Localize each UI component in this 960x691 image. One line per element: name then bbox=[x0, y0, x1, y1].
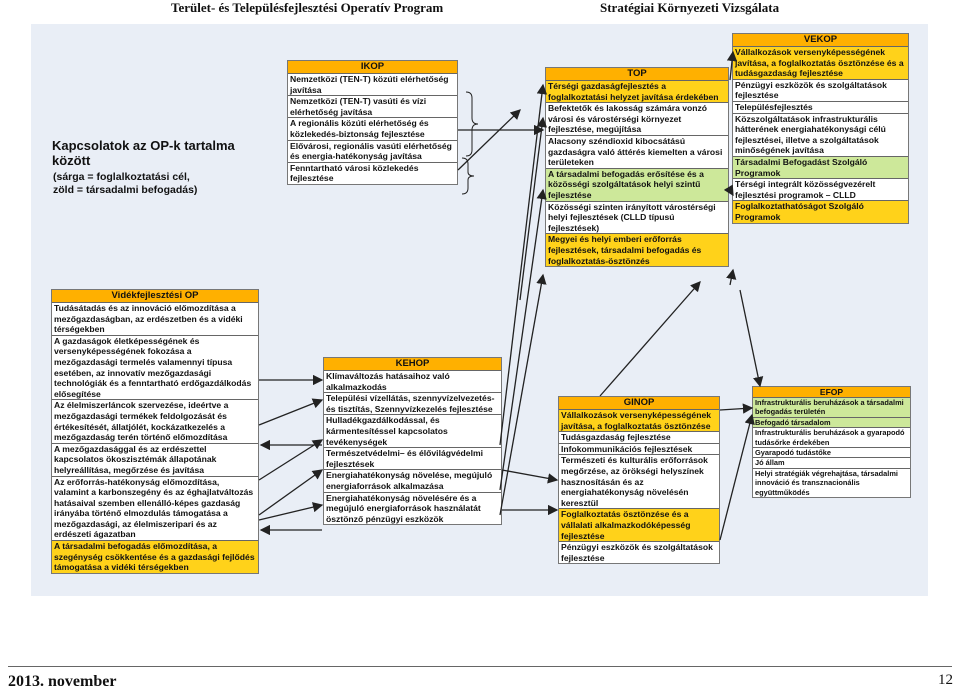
efop-item: Helyi stratégiák végrehajtása, társadalm… bbox=[753, 467, 910, 498]
arrow-vekop-efop bbox=[739, 289, 764, 388]
efop-item: Infrastrukturális beruházások a társadal… bbox=[753, 397, 910, 417]
brace-ikop bbox=[465, 91, 479, 157]
ginop-item: Pénzügyi eszközök és szolgáltatások fejl… bbox=[559, 541, 719, 564]
vekop-item: Vállalkozások versenyképességének javítá… bbox=[733, 46, 908, 79]
kehop-item: Klímaváltozás hatásaihoz való alkalmazko… bbox=[324, 370, 501, 393]
efop-item: Infrastrukturális beruházások a gyarapod… bbox=[753, 427, 910, 448]
kehop-box: KEHOP Klímaváltozás hatásaihoz való alka… bbox=[323, 357, 502, 526]
arrow-ginop-top-2 bbox=[499, 188, 547, 491]
top-item: Megyei és helyi emberi erőforrás fejlesz… bbox=[546, 233, 728, 267]
videk-item: Az élelmiszerláncok szervezése, ideértve… bbox=[52, 399, 258, 443]
ikop-box: IKOP Nemzetközi (TEN-T) közúti elérhetős… bbox=[287, 60, 458, 185]
ikop-item: Nemzetközi (TEN-T) vasúti és vízi elérhe… bbox=[288, 95, 457, 118]
videk-item: A társadalmi befogadás előmozdítása, a s… bbox=[52, 540, 258, 573]
top-header: TOP bbox=[546, 68, 728, 80]
top-item: A társadalmi befogadás erősítése és a kö… bbox=[546, 167, 728, 201]
arrow-top-vekop-2 bbox=[723, 184, 734, 197]
videk-item: Az erőforrás-hatékonyság előmozdítása, v… bbox=[52, 475, 258, 541]
arrow-top-efop-1 bbox=[719, 403, 754, 414]
vekop-header: VEKOP bbox=[733, 34, 908, 46]
ginop-item: Tudásgazdaság fejlesztése bbox=[559, 431, 719, 443]
vekop-item: Társadalmi Befogadást Szolgáló Programok bbox=[733, 155, 908, 179]
diagram-title: Kapcsolatok az OP-k tartalma között bbox=[52, 138, 235, 168]
ginop-box: GINOP Vállalkozások versenyképességének … bbox=[558, 396, 720, 565]
arrow-videk-kehop-4 bbox=[258, 469, 324, 516]
arrow-videk-kehop-2 bbox=[258, 398, 324, 426]
arrow-top-vekop-1 bbox=[726, 50, 738, 81]
ikop-item: Elővárosi, regionális vasúti elérhetőség… bbox=[288, 139, 457, 162]
page-number: 12 bbox=[938, 672, 953, 688]
vekop-item: Foglalkoztathatóságot Szolgáló Programok bbox=[733, 200, 908, 223]
efop-box: EFOP Infrastrukturális beruházások a tár… bbox=[752, 386, 911, 499]
videk-item: A mezőgazdasággal és az erdészettel kapc… bbox=[52, 442, 258, 476]
ginop-item: Természeti és kulturális erőforrások meg… bbox=[559, 454, 719, 509]
ginop-item: Vállalkozások versenyképességének javítá… bbox=[559, 409, 719, 432]
kehop-item: Természetvédelmi– és élővilágvédelmi fej… bbox=[324, 447, 501, 470]
kehop-item: Energiahatékonyság növelése, megújuló en… bbox=[324, 469, 501, 492]
arrow-top-efop-2 bbox=[719, 413, 755, 541]
efop-item: Befogadó társadalom bbox=[753, 416, 910, 428]
efop-item: Jó állam bbox=[753, 457, 910, 468]
efop-item: Gyarapodó tudástőke bbox=[753, 447, 910, 458]
videk-op-header: Vidékfejlesztési OP bbox=[52, 290, 258, 302]
ikop-item: Nemzetközi (TEN-T) közúti elérhetőség ja… bbox=[288, 73, 457, 96]
ginop-header: GINOP bbox=[559, 397, 719, 409]
videk-op-box: Vidékfejlesztési OP Tudásátadás és az in… bbox=[51, 289, 259, 574]
vekop-box: VEKOP Vállalkozások versenyképességének … bbox=[732, 33, 909, 224]
brace-ikop-2 bbox=[461, 157, 475, 195]
videk-item: Tudásátadás és az innováció előmozdítása… bbox=[52, 302, 258, 335]
ginop-item: Infokommunikációs fejlesztések bbox=[559, 442, 719, 455]
arrow-ginop-top-3 bbox=[499, 273, 547, 516]
kehop-header: KEHOP bbox=[324, 358, 501, 370]
ikop-item: A regionális közúti elérhetőség és közle… bbox=[288, 117, 457, 140]
kehop-item: Hulladékgazdálkodással, és kármentesítés… bbox=[324, 414, 501, 448]
header-right-title: Stratégiai Környezeti Vizsgálata bbox=[600, 0, 780, 15]
vekop-item: Pénzügyi eszközök és szolgáltatások fejl… bbox=[733, 78, 908, 101]
footer-divider bbox=[8, 666, 952, 667]
efop-header: EFOP bbox=[753, 387, 910, 397]
ikop-header: IKOP bbox=[288, 61, 457, 73]
vekop-item: Térségi integrált közösségvezérelt fejle… bbox=[733, 178, 908, 201]
arrow-ikop-top-2 bbox=[457, 109, 521, 171]
vekop-item: Közszolgáltatások infrastrukturális hátt… bbox=[733, 112, 908, 156]
arrow-kehop-top bbox=[519, 116, 548, 301]
top-item: Alacsony széndioxid kibocsátású gazdaság… bbox=[546, 134, 728, 168]
arrow-videk-kehop-3 bbox=[258, 439, 324, 481]
arrow-videk-kehop-5 bbox=[258, 502, 324, 521]
ginop-item: Foglalkoztatás ösztönzése és a vállalati… bbox=[559, 508, 719, 542]
diagram-legend: (sárga = foglalkoztatási cél, zöld = tár… bbox=[53, 171, 198, 196]
header-left-title: Terület- és Településfejlesztési Operatí… bbox=[171, 0, 444, 15]
footer-date: 2013. november bbox=[8, 673, 117, 690]
top-item: Közösségi szinten irányított várostérség… bbox=[546, 200, 728, 234]
top-box: TOP Térségi gazdaságfejlesztés a foglalk… bbox=[545, 67, 729, 268]
arrow-ginop-top-4 bbox=[599, 281, 701, 397]
arrow-ginop-top-1 bbox=[499, 83, 548, 446]
top-item: Befektetők és lakosság számára vonzó vár… bbox=[546, 102, 728, 135]
ikop-item: Fenntartható városi közlekedés fejleszté… bbox=[288, 161, 457, 184]
vekop-item: Településfejlesztés bbox=[733, 100, 908, 113]
videk-item: A gazdaságok életképességének és verseny… bbox=[52, 334, 258, 400]
kehop-item: Települési vízellátás, szennyvízelvezeté… bbox=[324, 392, 501, 415]
arrow-top-vekop-3 bbox=[726, 268, 737, 286]
top-item: Térségi gazdaságfejlesztés a foglalkozta… bbox=[546, 80, 728, 103]
kehop-item: Energiahatékonyság növelésére és a megúj… bbox=[324, 491, 501, 525]
arrow-kehop-ginop-1 bbox=[501, 469, 559, 484]
